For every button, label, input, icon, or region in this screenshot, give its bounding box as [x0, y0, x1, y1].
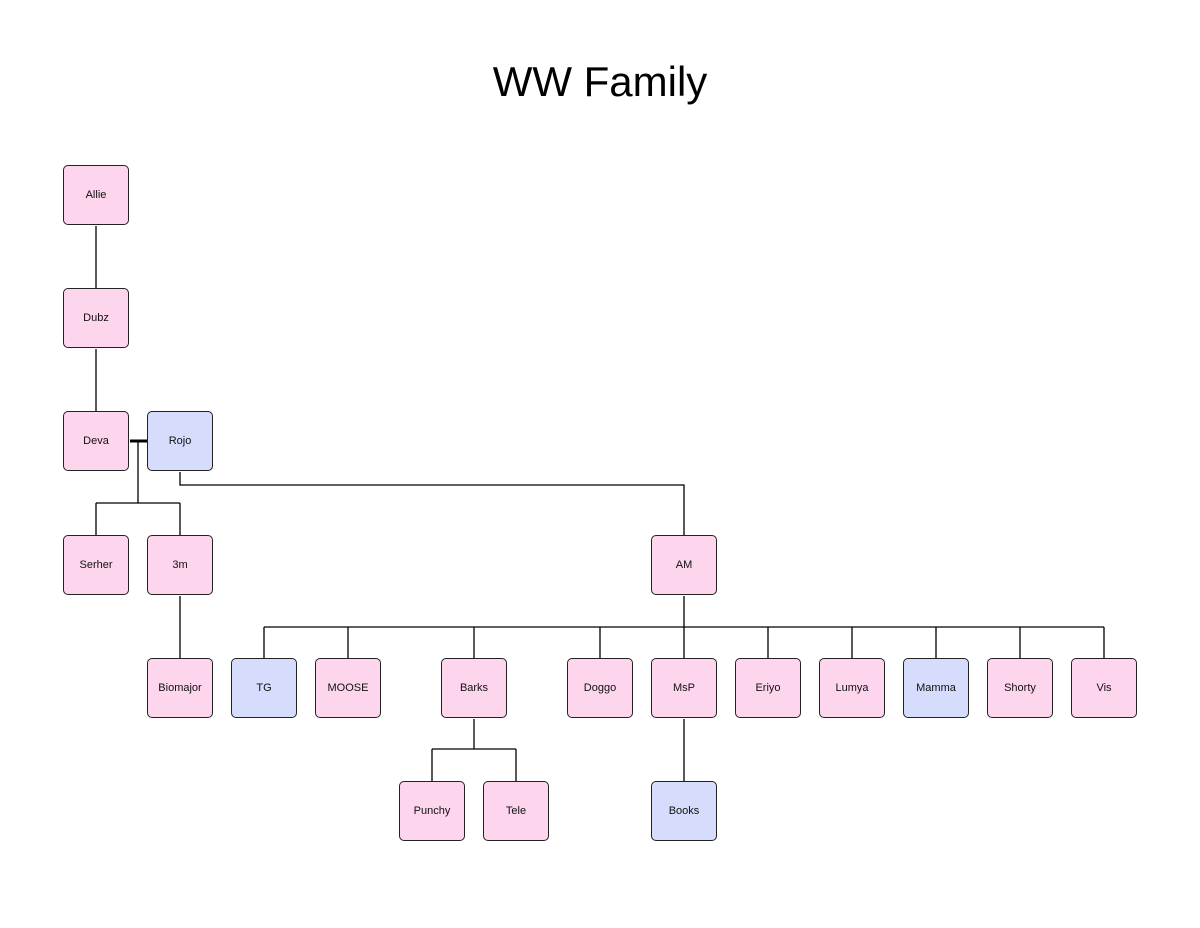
line-rojo-am [179, 472, 685, 535]
node-rojo[interactable]: Rojo [147, 411, 213, 471]
node-lumya[interactable]: Lumya [819, 658, 885, 718]
node-books[interactable]: Books [651, 781, 717, 841]
line-couple-children [95, 441, 181, 535]
node-shorty[interactable]: Shorty [987, 658, 1053, 718]
node-msp[interactable]: MsP [651, 658, 717, 718]
node-eriyo[interactable]: Eriyo [735, 658, 801, 718]
node-doggo[interactable]: Doggo [567, 658, 633, 718]
node-mamma[interactable]: Mamma [903, 658, 969, 718]
node-am[interactable]: AM [651, 535, 717, 595]
line-barks-children [431, 719, 517, 781]
node-deva[interactable]: Deva [63, 411, 129, 471]
node-tg[interactable]: TG [231, 658, 297, 718]
node-dubz[interactable]: Dubz [63, 288, 129, 348]
node-vis[interactable]: Vis [1071, 658, 1137, 718]
line-am-children [263, 596, 1105, 658]
node-tele[interactable]: Tele [483, 781, 549, 841]
node-3m[interactable]: 3m [147, 535, 213, 595]
node-punchy[interactable]: Punchy [399, 781, 465, 841]
node-allie[interactable]: Allie [63, 165, 129, 225]
node-serher[interactable]: Serher [63, 535, 129, 595]
node-moose[interactable]: MOOSE [315, 658, 381, 718]
node-biomajor[interactable]: Biomajor [147, 658, 213, 718]
diagram-title: WW Family [492, 58, 708, 105]
node-barks[interactable]: Barks [441, 658, 507, 718]
